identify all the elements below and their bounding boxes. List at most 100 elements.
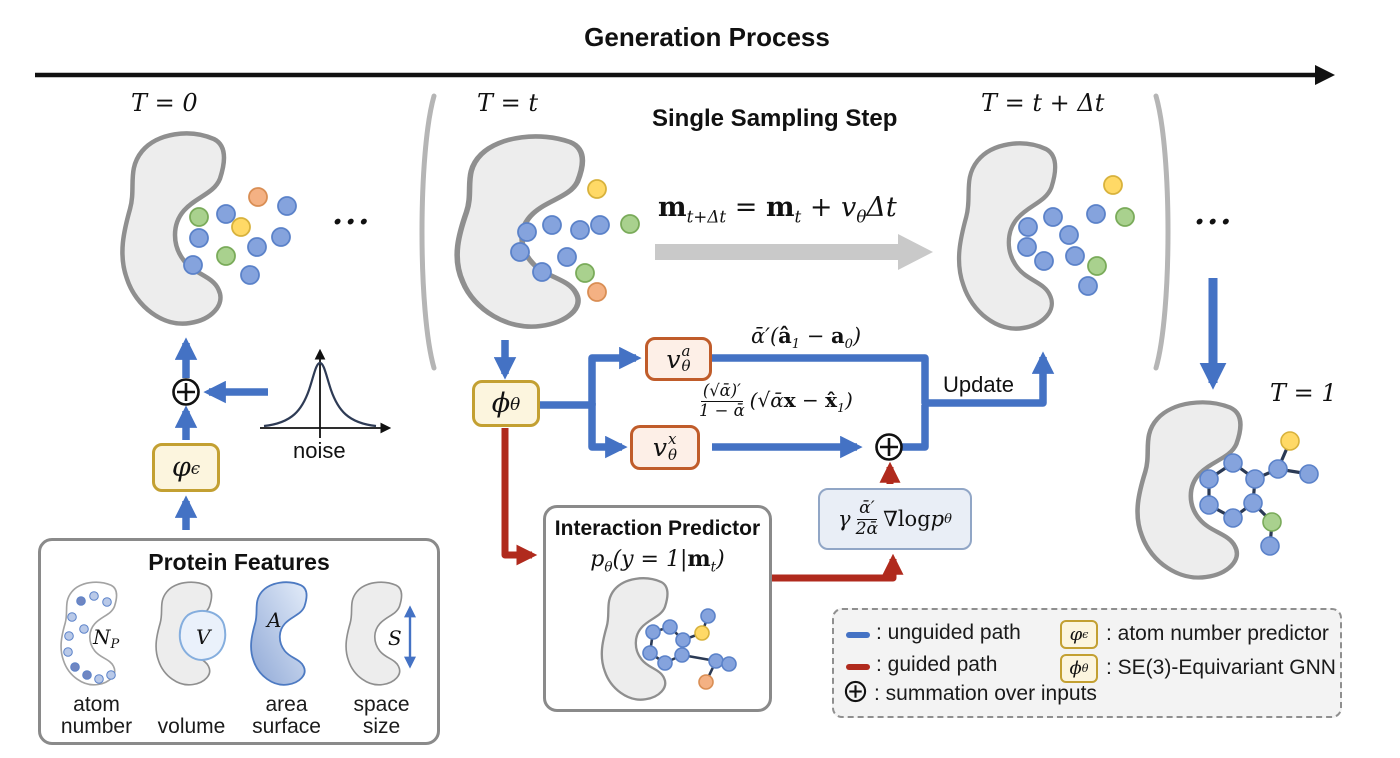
atom-dot <box>587 179 607 199</box>
atom-dot <box>721 656 737 672</box>
atom-dot <box>1065 246 1085 266</box>
legend-unguided-label: : unguided path <box>876 621 1021 644</box>
atom-dot <box>674 647 690 663</box>
feature-area-surface: A area surface <box>239 579 334 739</box>
atom-dot <box>277 196 297 216</box>
atom-dot <box>183 255 203 275</box>
protein-features-row: NP atom number V volume <box>49 579 429 739</box>
atom-dot <box>66 612 77 622</box>
atom-dot <box>1043 207 1063 227</box>
interaction-predictor-title: Interaction Predictor <box>554 517 761 540</box>
sum-icon-legend <box>844 680 867 703</box>
atom-scatter-t0 <box>183 187 297 285</box>
atom-dot <box>1018 217 1038 237</box>
protein-pocket-t0 <box>122 133 224 323</box>
atom-dot <box>590 215 610 235</box>
atom-scatter-tt <box>510 179 640 302</box>
atom-dot <box>1087 256 1107 276</box>
atom-dot <box>1280 431 1300 451</box>
atom-dot <box>105 670 116 680</box>
atom-dot <box>1086 204 1106 224</box>
atom-dot <box>216 246 236 266</box>
atom-dot <box>1034 251 1054 271</box>
atom-dot <box>78 624 89 634</box>
atom-number-glyph: NP <box>59 581 119 686</box>
atom-dot <box>557 247 577 267</box>
t0-label: T = 0 <box>131 89 198 117</box>
area-surface-glyph: A <box>249 581 307 686</box>
svg-text:S: S <box>388 626 402 650</box>
atom-dot <box>1199 469 1219 489</box>
guided-path-lines <box>501 428 904 582</box>
atom-dot <box>88 591 99 601</box>
step-formula: mt+Δt = mt + vθΔt <box>658 192 897 227</box>
protein-features-panel: Protein Features NP atom number <box>38 538 440 745</box>
guided-path-swatch <box>846 664 870 670</box>
atom-dot <box>620 214 640 234</box>
molecule-t1 <box>1199 431 1319 556</box>
protein-features-title: Protein Features <box>148 549 330 575</box>
ellipsis-right: ... <box>1194 194 1234 232</box>
atom-dot <box>1199 495 1219 515</box>
space-size-glyph: S <box>344 581 416 686</box>
interaction-predictor-panel: Interaction Predictor pθ(y = 1|mt) <box>543 505 772 712</box>
bracket-left <box>419 93 437 371</box>
atom-dot <box>694 625 710 641</box>
atom-dot <box>75 596 86 606</box>
legend-summation-label: : summation over inputs <box>874 682 1097 705</box>
figure-title: Generation Process <box>584 22 830 52</box>
atom-dot <box>240 265 260 285</box>
atom-dot <box>662 619 678 635</box>
atom-dot <box>1223 453 1243 473</box>
atom-dot <box>101 597 112 607</box>
atom-dot <box>81 670 92 680</box>
atom-dot <box>1059 225 1079 245</box>
molecule-ip <box>642 608 737 690</box>
svg-text:A: A <box>265 608 281 632</box>
atom-dot <box>510 242 530 262</box>
atom-dot <box>675 632 691 648</box>
legend-atom-number-label: : atom number predictor <box>1106 622 1329 645</box>
feature-atom-number: NP atom number <box>49 579 144 739</box>
atom-dot <box>216 204 236 224</box>
sum-icon-left <box>172 378 200 406</box>
atom-dot <box>700 608 716 624</box>
interaction-predictor-formula: pθ(y = 1|mt) <box>590 546 725 576</box>
atom-dot <box>1223 508 1243 528</box>
atom-dot <box>62 647 73 657</box>
atom-dot <box>532 262 552 282</box>
vx-output-formula: (√ᾱ)′1 − ᾱ (√ᾱx − x̂1) <box>699 381 853 420</box>
tt-label: T = t <box>477 89 539 117</box>
bracket-right <box>1153 93 1171 371</box>
atom-dot <box>570 220 590 240</box>
atom-dot <box>1103 175 1123 195</box>
atom-dot <box>1262 512 1282 532</box>
atom-dot <box>189 228 209 248</box>
atom-dot <box>1260 536 1280 556</box>
atom-dot <box>1078 276 1098 296</box>
atom-dot <box>1268 459 1288 479</box>
atom-dot <box>231 217 251 237</box>
va-output-formula: ᾱ′(â1 − a0) <box>751 323 862 353</box>
legend-gnn-label: : SE(3)-Equivariant GNN <box>1106 656 1336 679</box>
atom-dot <box>1115 207 1135 227</box>
atom-dot <box>642 645 658 661</box>
atom-dot <box>698 674 714 690</box>
legend-guided-label: : guided path <box>876 653 998 676</box>
atom-dot <box>517 222 537 242</box>
protein-pocket-tdt <box>959 143 1055 328</box>
noise-distribution-icon <box>260 348 392 438</box>
atom-dot <box>1243 493 1263 513</box>
noise-label: noise <box>293 438 346 463</box>
atom-dot <box>645 624 661 640</box>
atom-dot <box>1299 464 1319 484</box>
step-transition-arrow <box>655 234 933 270</box>
ellipsis-left: ... <box>332 194 372 232</box>
